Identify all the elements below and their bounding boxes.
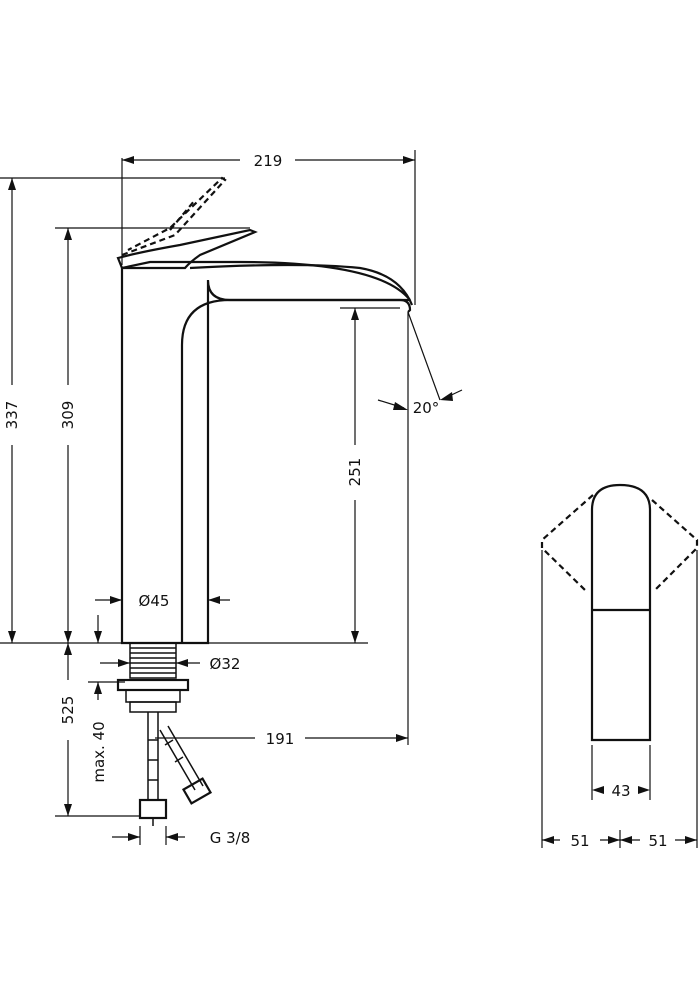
dim-219-label: 219 (254, 152, 283, 170)
lever-closed (116, 228, 258, 270)
faucet-body-outline (120, 260, 412, 645)
dim-337-label: 337 (3, 401, 21, 430)
dim-diameter-32-label: Ø32 (210, 655, 241, 673)
spout-inner-curve (180, 298, 410, 643)
supply-hoses (138, 712, 213, 826)
dim-251-label: 251 (346, 458, 364, 487)
spout-top-curve (189, 263, 414, 306)
dimension-lines (0, 150, 463, 845)
dim-43-label: 43 (611, 782, 630, 800)
dim-525-label: 525 (59, 696, 77, 725)
dim-angle-label: 20° (413, 399, 440, 417)
threaded-shank (129, 642, 177, 679)
dim-max40-label: max. 40 (90, 721, 108, 782)
lever-open-dashed-2 (169, 199, 196, 231)
handle-outline (590, 483, 652, 742)
fixing-nut (116, 678, 190, 713)
dim-191-label: 191 (266, 730, 295, 748)
faucet-side-view (116, 176, 414, 826)
lever-open-dashed (121, 176, 227, 257)
dim-309-label: 309 (59, 401, 77, 430)
handle-swing-left (540, 494, 594, 591)
handle-top-view (540, 483, 699, 848)
dim-diameter-45-label: Ø45 (139, 592, 170, 610)
dim-51-right-label: 51 (648, 832, 667, 850)
dim-51-left-label: 51 (570, 832, 589, 850)
dim-g38-label: G 3/8 (210, 829, 251, 847)
handle-swing-right (651, 499, 699, 591)
